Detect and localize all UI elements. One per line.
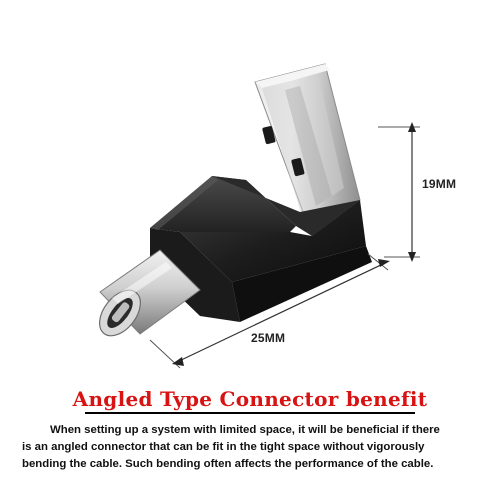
usb-slot-1 (262, 126, 276, 145)
description-line: bending the cable. Such bending often af… (22, 458, 434, 470)
width-dimension (149, 253, 390, 369)
headline-title: Angled Type Connector benefit (72, 387, 428, 411)
headline-underline (85, 412, 415, 414)
description-paragraph: When setting up a system with limited sp… (22, 422, 480, 473)
usb-slot-2 (291, 158, 305, 177)
width-dimension-label: 25MM (251, 331, 286, 345)
description-line: When setting up a system with limited sp… (50, 424, 440, 436)
description-line: is an angled connector that can be fit i… (22, 441, 425, 453)
usb-c-plug (99, 249, 201, 337)
adapter-illustration (99, 63, 420, 369)
height-dimension (378, 122, 420, 262)
usb-a-plug (254, 63, 361, 237)
adapter-body (150, 176, 372, 322)
height-dimension-label: 19MM (422, 177, 457, 191)
